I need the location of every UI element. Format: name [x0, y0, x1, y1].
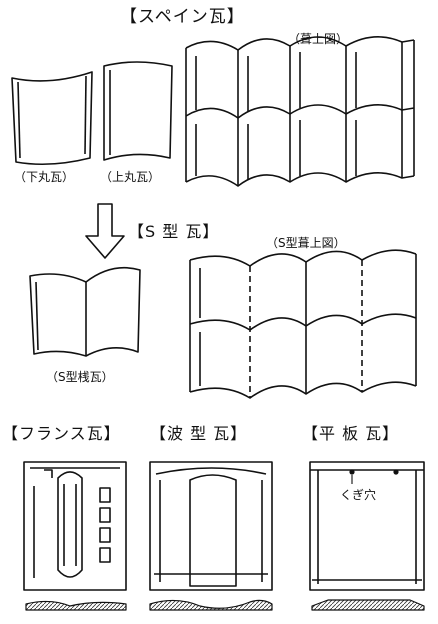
lower-round-tile-caption: （下丸瓦）	[14, 170, 75, 184]
spanish-roof-drawing	[185, 36, 416, 188]
flat-profile-drawing	[311, 599, 425, 611]
down-arrow-icon	[85, 203, 125, 259]
wave-tile-title: 【波 型 瓦】	[150, 424, 248, 443]
lower-round-tile-drawing	[11, 71, 93, 166]
s-type-tile-drawing	[29, 266, 141, 357]
flat-tile-title: 【平 板 瓦】	[302, 424, 400, 443]
s-type-roof-caption: （S型葺上図）	[266, 236, 346, 250]
french-tile-title: 【フランス瓦】	[2, 424, 121, 443]
french-tile-drawing	[23, 461, 127, 591]
upper-round-tile-caption: （上丸瓦）	[100, 170, 161, 184]
wave-profile-drawing	[149, 599, 273, 611]
french-profile-drawing	[25, 600, 127, 611]
flat-tile-drawing	[309, 461, 425, 591]
spanish-roof-caption: （葺上図）	[288, 32, 349, 46]
s-type-tile-caption: （S型桟瓦）	[46, 370, 114, 384]
s-type-tile-title: 【S 型 瓦】	[128, 222, 220, 241]
spanish-tile-title: 【スペイン瓦】	[120, 7, 245, 27]
s-type-roof-drawing	[189, 249, 417, 399]
upper-round-tile-drawing	[103, 61, 173, 161]
nail-hole-label: くぎ穴	[340, 488, 377, 502]
wave-tile-drawing	[149, 461, 273, 591]
